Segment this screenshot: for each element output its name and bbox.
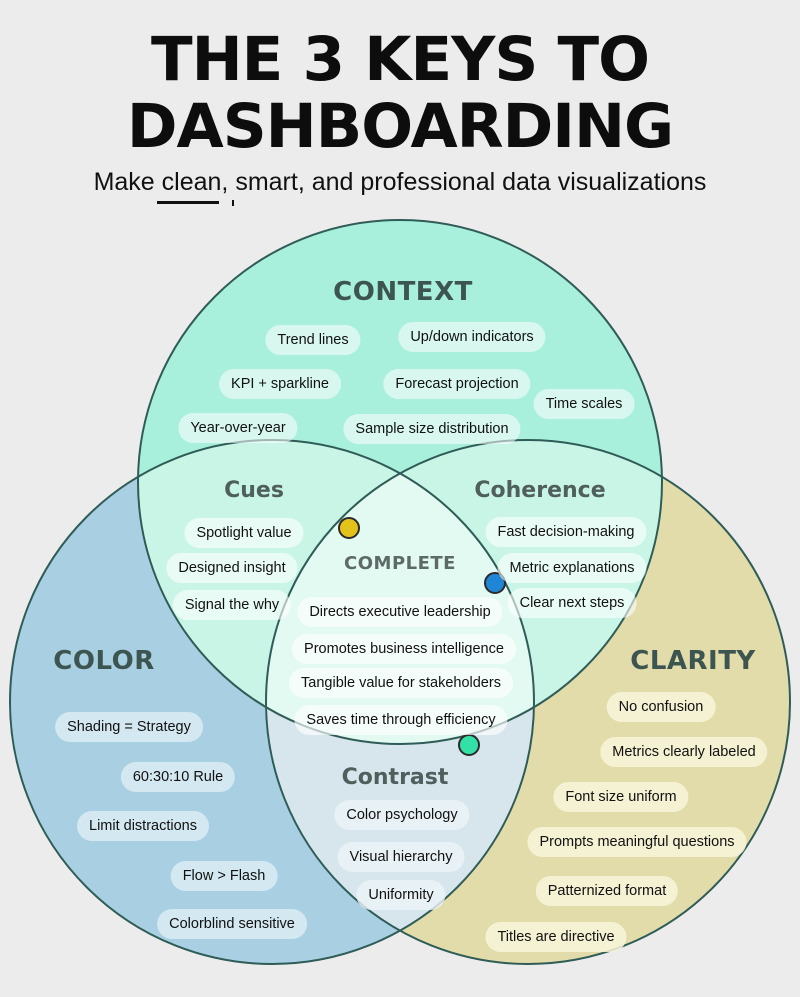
- coherence-item-metric-explanations: Metric explanations: [497, 553, 647, 583]
- clarity-heading: CLARITY: [630, 646, 756, 676]
- intersection-dot-green: [458, 734, 480, 756]
- complete-region: [266, 440, 534, 744]
- color-item-60-30-10: 60:30:10 Rule: [120, 762, 236, 792]
- context-item-year-over-year: Year-over-year: [178, 413, 298, 443]
- context-item-forecast-projection: Forecast projection: [383, 369, 531, 399]
- context-item-time-scales: Time scales: [533, 389, 635, 419]
- complete-item-tangible-value: Tangible value for stakeholders: [289, 668, 513, 698]
- contrast-item-visual-hierarchy: Visual hierarchy: [337, 842, 465, 872]
- title-line-1: THE 3 KEYS TO: [151, 24, 650, 95]
- complete-item-saves-time: Saves time through efficiency: [294, 705, 508, 735]
- complete-item-promotes-bi: Promotes business intelligence: [292, 634, 516, 664]
- complete-heading: COMPLETE: [344, 553, 456, 574]
- coherence-heading: Coherence: [474, 478, 606, 503]
- clarity-item-patternized: Patternized format: [535, 876, 679, 906]
- clarity-item-prompts-questions: Prompts meaningful questions: [527, 827, 747, 857]
- contrast-item-color-psychology: Color psychology: [334, 800, 470, 830]
- tick-mark: [232, 200, 234, 206]
- cues-item-designed-insight: Designed insight: [166, 553, 298, 583]
- complete-item-directs-executive: Directs executive leadership: [297, 597, 503, 627]
- context-item-sample-size: Sample size distribution: [343, 414, 521, 444]
- context-item-trend-lines: Trend lines: [265, 325, 361, 355]
- cues-item-spotlight-value: Spotlight value: [184, 518, 304, 548]
- color-item-flow-flash: Flow > Flash: [170, 861, 278, 891]
- title-line-2: DASHBOARDING: [126, 91, 674, 162]
- intersection-dot-yellow: [338, 517, 360, 539]
- color-heading: COLOR: [53, 646, 155, 676]
- clarity-item-metrics-labeled: Metrics clearly labeled: [600, 737, 768, 767]
- coherence-item-clear-next-steps: Clear next steps: [507, 588, 637, 618]
- cues-heading: Cues: [224, 478, 284, 503]
- contrast-heading: Contrast: [341, 765, 449, 790]
- contrast-item-uniformity: Uniformity: [356, 880, 446, 910]
- subtitle: Make clean, smart, and professional data…: [93, 168, 707, 196]
- color-item-limit-distractions: Limit distractions: [77, 811, 209, 841]
- clarity-item-font-size: Font size uniform: [553, 782, 689, 812]
- context-heading: CONTEXT: [333, 277, 473, 307]
- clarity-item-titles-directive: Titles are directive: [485, 922, 627, 952]
- coherence-item-fast-decision: Fast decision-making: [485, 517, 647, 547]
- color-item-shading-strategy: Shading = Strategy: [55, 712, 203, 742]
- intersection-dot-blue: [484, 572, 506, 594]
- context-item-up-down-indicators: Up/down indicators: [398, 322, 546, 352]
- underline-mark: [157, 201, 219, 204]
- cues-item-signal-the-why: Signal the why: [172, 590, 292, 620]
- clarity-item-no-confusion: No confusion: [606, 692, 716, 722]
- color-item-colorblind: Colorblind sensitive: [157, 909, 307, 939]
- context-item-kpi-sparkline: KPI + sparkline: [219, 369, 341, 399]
